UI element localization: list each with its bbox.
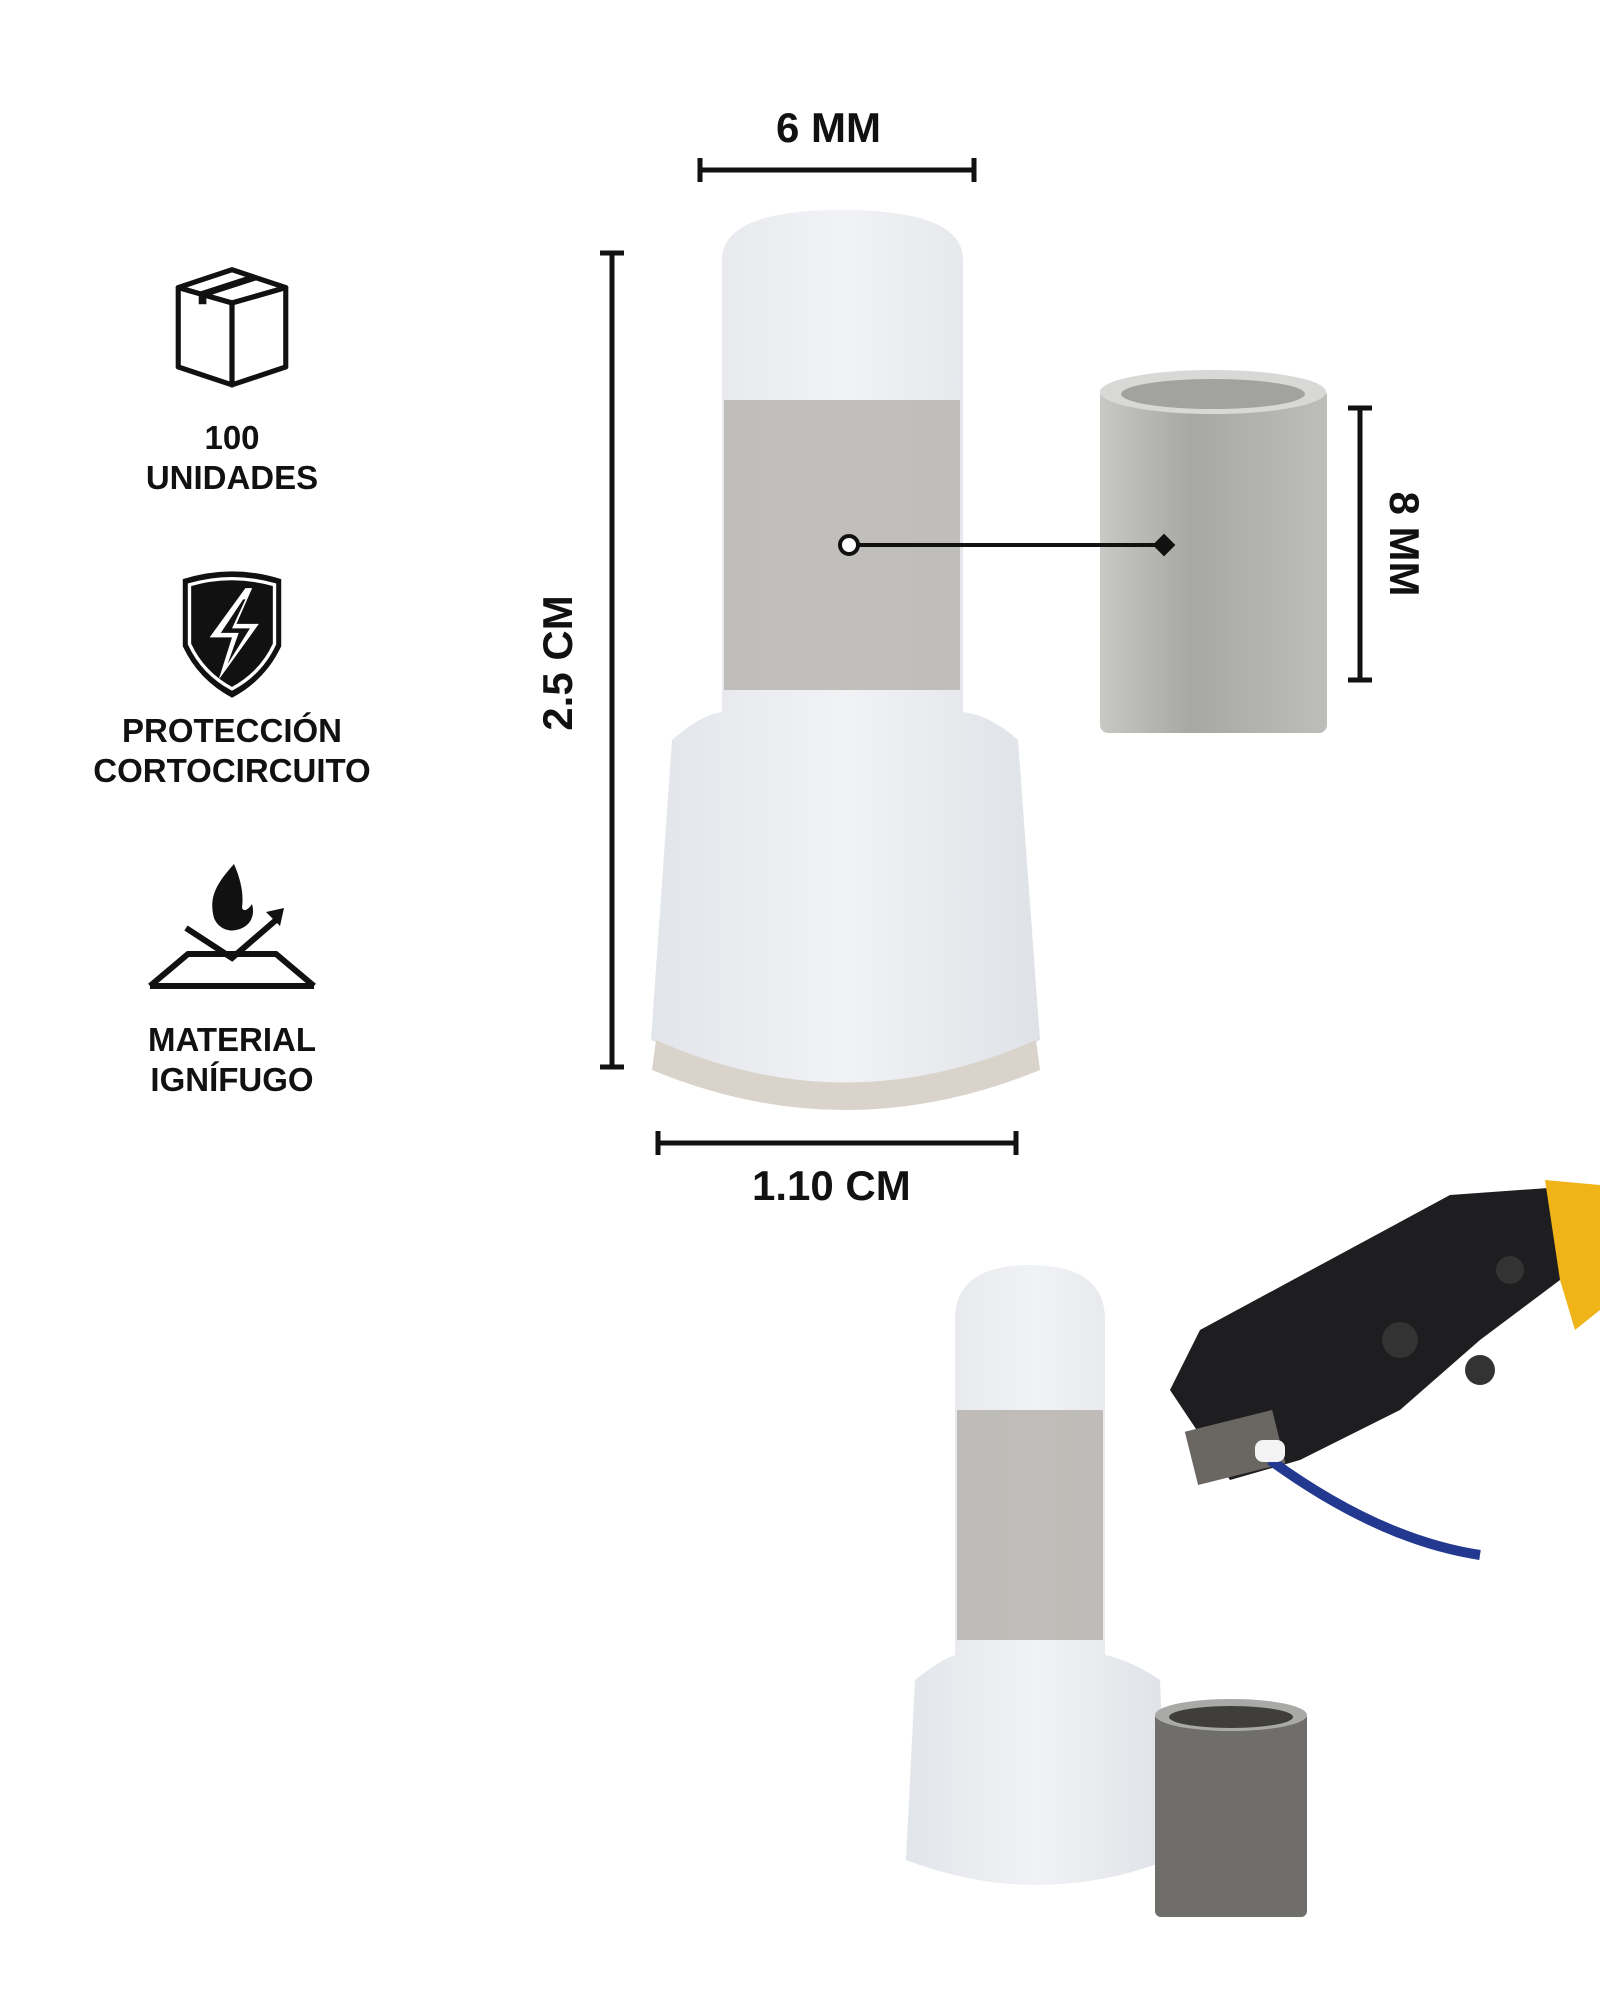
feature-material-label: MATERIAL IGNÍFUGO [82,1020,382,1100]
feature-material-line1: MATERIAL [147,1021,317,1058]
fire-resistant-icon [148,864,316,989]
feature-protection-line1: PROTECCIÓN [121,712,342,749]
pointer-dot [838,534,860,556]
crimping-tool-image [1170,1180,1600,1560]
feature-units-count: 100 [204,419,260,456]
connector-image [651,210,1040,1110]
dimension-top-width: 6 MM [776,104,881,151]
connector-photo [906,1265,1168,1885]
feature-material-line2: IGNÍFUGO [150,1061,314,1098]
feature-units-text: UNIDADES [145,459,319,496]
feature-protection-line2: CORTOCIRCUITO [93,752,371,789]
dimension-sleeve-length: 8 MM [1381,491,1428,597]
feature-units-label: 100 UNIDADES [82,418,382,498]
dimension-lines [600,158,1372,1155]
product-dimension-diagram [600,158,1372,1155]
dimension-base-width: 1.10 CM [752,1162,911,1209]
metal-sleeve-photo [1155,1699,1307,1917]
metal-sleeve-image [1100,370,1327,733]
shield-lightning-icon [182,571,282,698]
feature-protection-label: PROTECCIÓN CORTOCIRCUITO [82,711,382,791]
box-icon [175,267,289,388]
product-usage-photo [906,1180,1600,1917]
dimension-height: 2.5 CM [534,595,581,731]
pointer-diamond [1152,533,1176,557]
